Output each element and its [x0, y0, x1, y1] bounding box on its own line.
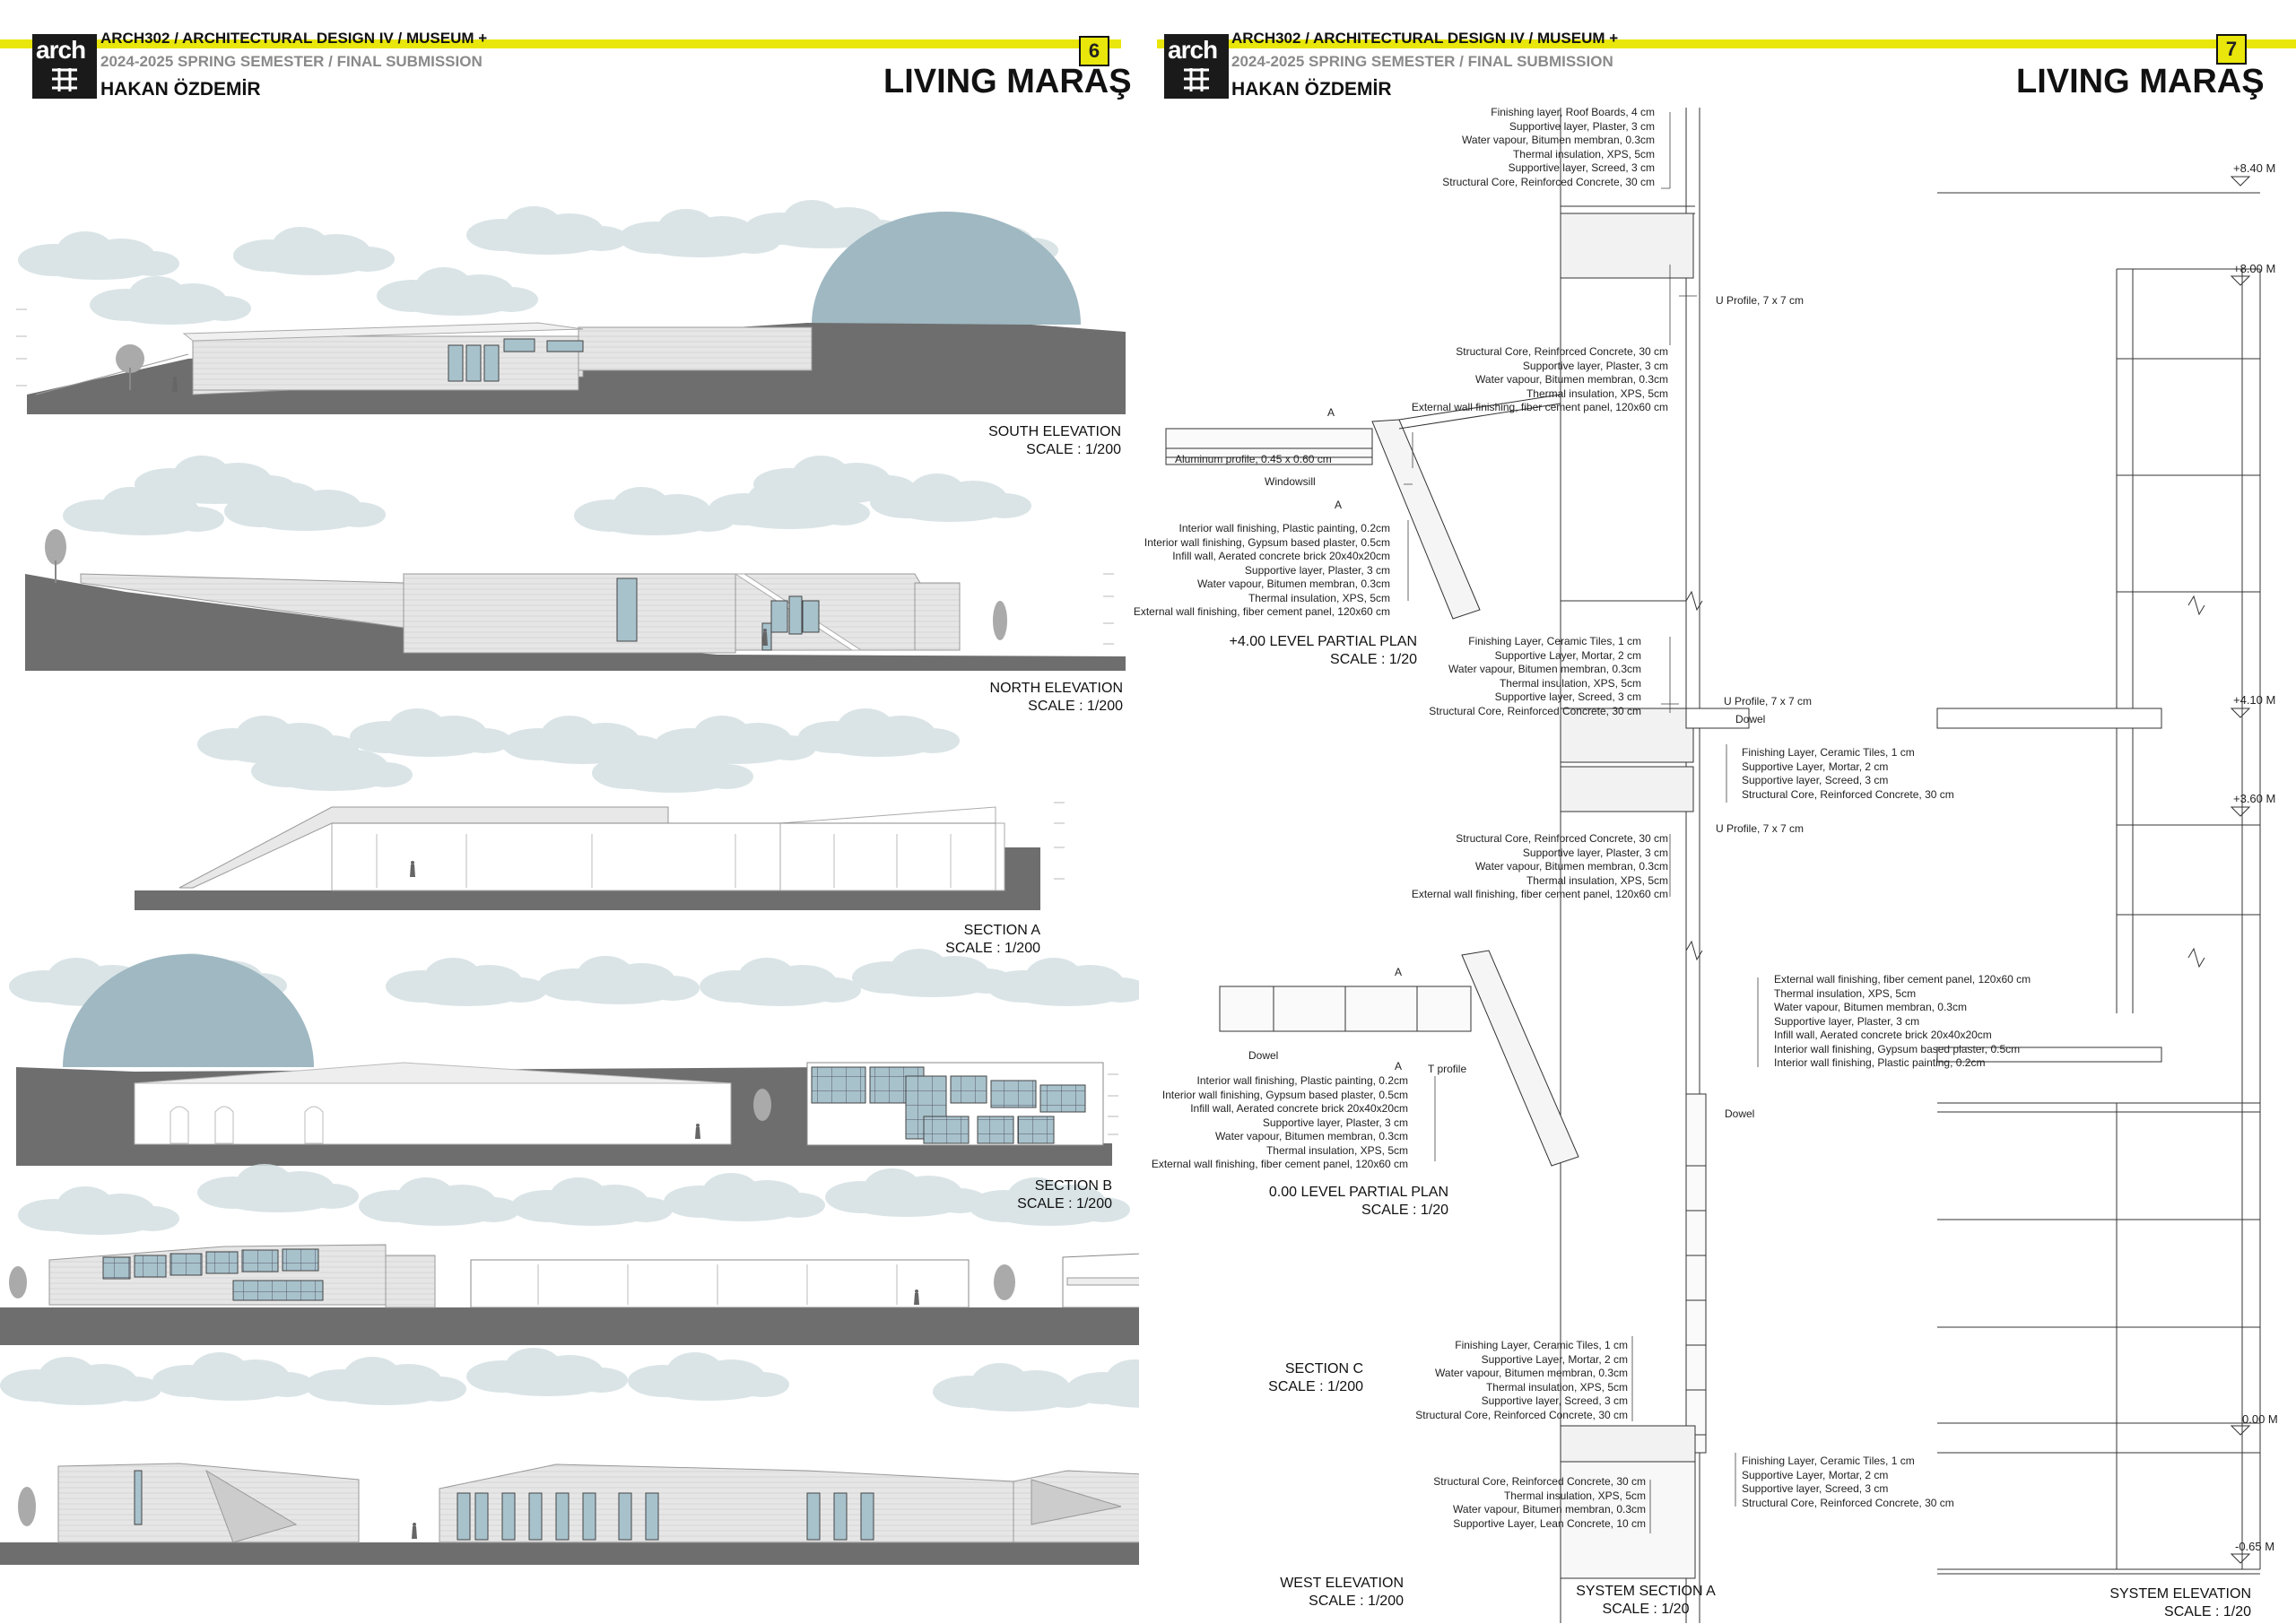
- section-mark-a-1: A: [1327, 406, 1335, 419]
- page-number-right: 7: [2216, 34, 2247, 65]
- dowel-label-3: Dowel: [1725, 1107, 1755, 1120]
- semester-left: 2024-2025 SPRING SEMESTER / FINAL SUBMIS…: [100, 53, 483, 70]
- page-number-left: 6: [1079, 36, 1109, 66]
- section-mark-a-4: A: [1395, 1060, 1403, 1073]
- u-profile-label-1: U Profile, 7 x 7 cm: [1716, 294, 1805, 307]
- level-label: +8.40 M: [2233, 161, 2276, 175]
- level-label: -0.65 M: [2235, 1540, 2275, 1553]
- elevations-sections-drawing: [0, 200, 1139, 1565]
- t-profile-label: T profile: [1428, 1063, 1467, 1075]
- author-left: HAKAN ÖZDEMİR: [100, 79, 261, 100]
- u-profile-label-3: U Profile, 7 x 7 cm: [1716, 822, 1805, 835]
- north-elevation: [25, 456, 1126, 671]
- arch-logo-right: arch: [1164, 34, 1229, 99]
- logo-mark-icon: [1184, 68, 1209, 91]
- dowel-label-2: Dowel: [1248, 1049, 1279, 1062]
- project-title-left: LIVING MARAŞ: [883, 63, 1132, 100]
- level-label: +8.00 M: [2233, 262, 2276, 275]
- header-accent-bar-left: [0, 39, 1121, 48]
- west-elevation: [0, 1348, 1139, 1565]
- header-accent-bar-right: [1157, 39, 2296, 48]
- mid-wall-layers-labels: Structural Core, Reinforced Concrete, 30…: [1411, 832, 1668, 900]
- section-mark-a-3: A: [1395, 966, 1403, 978]
- arch-logo-left: arch: [32, 34, 97, 99]
- author-right: HAKAN ÖZDEMİR: [1231, 79, 1392, 100]
- section-a: [135, 708, 1065, 910]
- plan-400-wall-labels: Interior wall finishing, Plastic paintin…: [1133, 522, 1390, 618]
- course-title-left: ARCH302 / ARCHITECTURAL DESIGN IV / MUSE…: [100, 30, 488, 47]
- section-mark-a-2: A: [1335, 499, 1343, 511]
- foundation-layers-labels: Structural Core, Reinforced Concrete, 30…: [1433, 1475, 1646, 1530]
- u-profile-label-2: U Profile, 7 x 7 cm: [1724, 695, 1813, 708]
- section-c: [0, 1164, 1139, 1345]
- level-label: +4.10 M: [2233, 693, 2276, 707]
- windowsill-label: Windowsill: [1265, 475, 1316, 488]
- upper-wall-layers-labels: Structural Core, Reinforced Concrete, 30…: [1411, 345, 1668, 413]
- level-label: +3.60 M: [2233, 792, 2276, 805]
- south-elevation: [16, 200, 1126, 414]
- plan-000-wall-labels: Interior wall finishing, Plastic paintin…: [1151, 1074, 1408, 1170]
- logo-mark-icon: [52, 68, 77, 91]
- dowel-label-1: Dowel: [1735, 713, 1766, 725]
- semester-right: 2024-2025 SPRING SEMESTER / FINAL SUBMIS…: [1231, 53, 1613, 70]
- ground-wall-right-labels: External wall finishing, fiber cement pa…: [1774, 973, 2031, 1069]
- project-title-right: LIVING MARAŞ: [2016, 63, 2265, 100]
- course-title-right: ARCH302 / ARCHITECTURAL DESIGN IV / MUSE…: [1231, 30, 1619, 47]
- aluminum-profile-label: Aluminum profile, 0.45 x 0.60 cm: [1175, 453, 1332, 465]
- section-b: [9, 949, 1139, 1166]
- level-label: 0.00 M: [2242, 1412, 2278, 1426]
